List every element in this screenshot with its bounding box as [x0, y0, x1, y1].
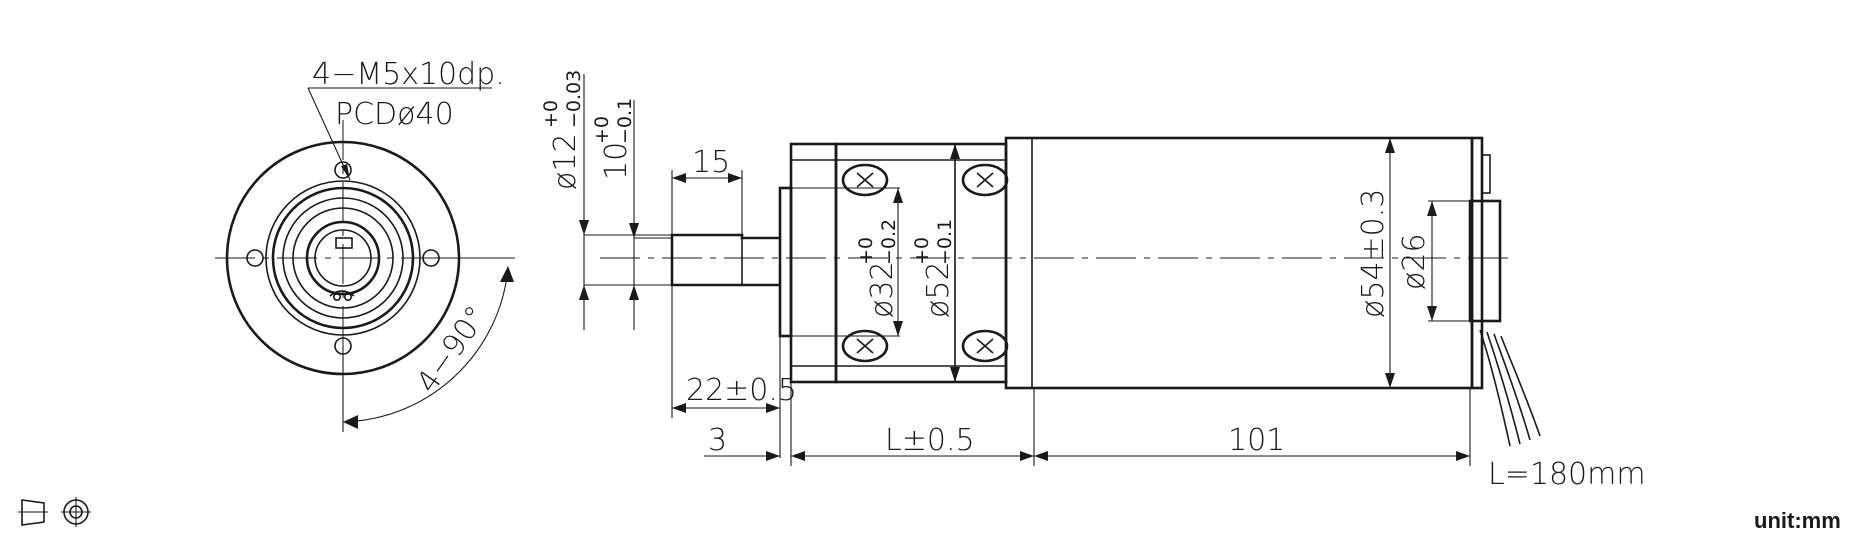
dimension-flange-diameter	[791, 187, 903, 337]
screw-icon	[961, 329, 1009, 363]
key-flat-tol-lower: −0.1	[614, 98, 636, 144]
shaft-diameter-label: ø12	[548, 133, 583, 190]
dimension-rear-diameter	[1427, 200, 1470, 322]
lead-length-label: L=180mm	[1488, 457, 1646, 492]
flange-diameter-tol-upper: +0	[855, 237, 877, 265]
angle-label: 4−90°	[410, 300, 495, 400]
unit-label: unit:mm	[1754, 508, 1841, 533]
shaft-length-label: 15	[692, 145, 730, 180]
rear-diameter-label: ø26	[1397, 233, 1432, 290]
flange-diameter-label: ø32	[865, 261, 900, 318]
shaft-total-label: 22±0.5	[686, 373, 797, 408]
screw-icon	[961, 163, 1009, 197]
key-flat-label: 10	[599, 142, 634, 180]
dimension-shaft-length	[671, 170, 743, 235]
dimension-shaft-diameter	[579, 74, 672, 330]
gear-diameter-tol-lower: −0.1	[934, 219, 956, 265]
dimension-gearbox-length	[791, 388, 1035, 466]
crosshair-circle-icon	[61, 497, 91, 527]
motor-length-label: 101	[1228, 423, 1285, 458]
flange-diameter-tol-lower: −0.2	[878, 219, 900, 265]
screw-icon	[841, 163, 889, 197]
screw-icon	[841, 329, 889, 363]
shaft-diameter-tol-upper: +0	[540, 100, 562, 128]
gear-diameter-tol-upper: +0	[911, 237, 933, 265]
shaft-diameter-tol-lower: −0.03	[563, 70, 585, 128]
gear-diameter-label: ø52	[921, 261, 956, 318]
key-flat-tol-upper: +0	[591, 116, 613, 144]
gearbox-length-label: L±0.5	[885, 423, 975, 458]
dimension-motor-diameter	[1385, 138, 1395, 388]
pilot-label: 3	[708, 423, 727, 458]
thread-label: 4−M5x10dp.	[312, 57, 505, 92]
dimension-key-flat	[629, 100, 672, 330]
projection-symbol-icon	[18, 499, 48, 526]
dimension-shaft-total	[671, 285, 781, 458]
pcd-label: PCDø40	[335, 97, 454, 132]
motor-diameter-label: ø54±0.3	[1356, 189, 1391, 318]
side-view	[600, 136, 1541, 447]
dimension-motor-length	[1034, 388, 1471, 466]
dimension-gear-diameter	[950, 144, 960, 382]
front-view	[215, 87, 515, 432]
